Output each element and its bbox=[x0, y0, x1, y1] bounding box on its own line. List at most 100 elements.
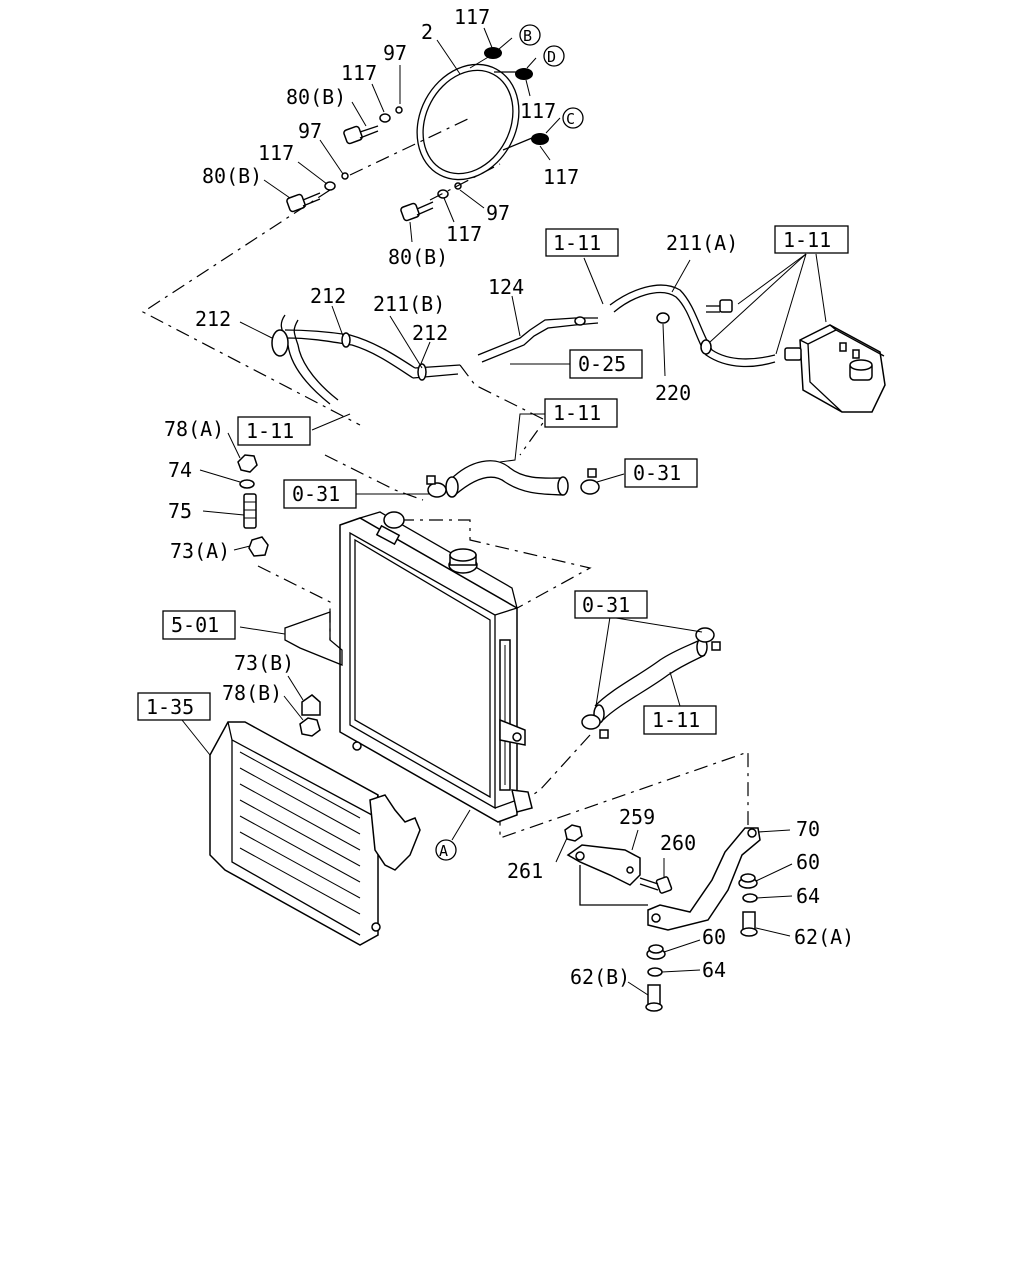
guide-line bbox=[257, 565, 331, 640]
hose-clamp-lower-a bbox=[581, 714, 609, 739]
marker-a: A bbox=[439, 842, 448, 860]
callout-80b: 80(B) bbox=[388, 245, 448, 269]
bolt-62a bbox=[740, 911, 758, 937]
callout-260: 260 bbox=[660, 831, 696, 855]
assembly-guide-line bbox=[141, 189, 361, 426]
callout-97: 97 bbox=[383, 41, 407, 65]
nut-97 bbox=[341, 172, 349, 180]
callout-117: 117 bbox=[543, 165, 579, 189]
marker-c: C bbox=[566, 110, 575, 128]
bolt-80b-lower bbox=[400, 201, 434, 222]
pipe-124 bbox=[477, 316, 599, 363]
callout-211b: 211(B) bbox=[373, 292, 445, 316]
bolt-80b-upper bbox=[343, 125, 379, 145]
callout-220: 220 bbox=[655, 381, 691, 405]
part-number-callouts: 117 2 97 117 80(B) 117 97 117 80(B) 117 … bbox=[164, 5, 854, 989]
bolt-80b-left bbox=[286, 192, 321, 213]
grommet-117-c bbox=[531, 133, 549, 145]
callout-62b: 62(B) bbox=[570, 965, 630, 989]
ref-5-01: 5-01 bbox=[171, 613, 219, 637]
radiator-core bbox=[339, 511, 533, 823]
callout-60: 60 bbox=[702, 925, 726, 949]
callout-73a: 73(A) bbox=[170, 539, 230, 563]
callout-117: 117 bbox=[520, 99, 556, 123]
callout-78b: 78(B) bbox=[222, 681, 282, 705]
callout-80b: 80(B) bbox=[286, 85, 346, 109]
callout-62a: 62(A) bbox=[794, 925, 854, 949]
callout-117: 117 bbox=[341, 61, 377, 85]
callout-64: 64 bbox=[702, 958, 726, 982]
callout-70: 70 bbox=[796, 817, 820, 841]
callout-117: 117 bbox=[446, 222, 482, 246]
washer-117 bbox=[437, 189, 449, 199]
guide-line bbox=[400, 519, 592, 613]
callout-73b: 73(B) bbox=[234, 651, 294, 675]
circle-markers: B D C A bbox=[435, 24, 584, 861]
clamp-220 bbox=[656, 312, 670, 324]
callout-97: 97 bbox=[486, 201, 510, 225]
callout-60: 60 bbox=[796, 850, 820, 874]
grommet-117-b bbox=[484, 47, 502, 59]
nut-97 bbox=[395, 106, 403, 114]
callout-2: 2 bbox=[421, 20, 433, 44]
rubber-60-lower bbox=[646, 944, 666, 960]
callout-124: 124 bbox=[488, 275, 524, 299]
coolant-reservoir-tank bbox=[784, 324, 886, 413]
callout-80b: 80(B) bbox=[202, 164, 262, 188]
callout-117: 117 bbox=[258, 141, 294, 165]
ref-0-31: 0-31 bbox=[582, 593, 630, 617]
leader-lines bbox=[181, 27, 827, 996]
bracket-link-line bbox=[579, 865, 648, 906]
stay-70 bbox=[647, 827, 761, 931]
callout-78a: 78(A) bbox=[164, 417, 224, 441]
bolt-62b bbox=[645, 984, 663, 1012]
hose-clamp-0-31-upper bbox=[426, 475, 447, 498]
ref-1-11: 1-11 bbox=[783, 228, 831, 252]
washer-64-lower bbox=[647, 967, 663, 977]
shroud-axis-line bbox=[349, 117, 501, 201]
intercooler bbox=[209, 721, 421, 946]
hose-clamp-0-31-right bbox=[580, 468, 600, 495]
callout-117: 117 bbox=[454, 5, 490, 29]
guide-line bbox=[459, 364, 546, 456]
marker-d: D bbox=[547, 48, 556, 66]
washer-117 bbox=[379, 113, 391, 123]
ref-1-11: 1-11 bbox=[553, 231, 601, 255]
callout-211a: 211(A) bbox=[666, 231, 738, 255]
callout-74: 74 bbox=[168, 458, 192, 482]
bolt-260 bbox=[639, 876, 673, 894]
ref-1-11: 1-11 bbox=[246, 419, 294, 443]
hose-212-left bbox=[271, 314, 339, 405]
hose-211b bbox=[284, 329, 461, 381]
callout-64: 64 bbox=[796, 884, 820, 908]
callout-212: 212 bbox=[195, 307, 231, 331]
marker-b: B bbox=[523, 27, 532, 45]
ref-1-35: 1-35 bbox=[146, 695, 194, 719]
bracket-259 bbox=[566, 844, 641, 886]
reservoir-bracket-bolt bbox=[706, 299, 733, 313]
callout-259: 259 bbox=[619, 805, 655, 829]
rubber-mount-73b bbox=[301, 694, 321, 716]
ref-0-31: 0-31 bbox=[633, 461, 681, 485]
fan-shroud-ring bbox=[416, 49, 533, 181]
hose-211a bbox=[609, 284, 776, 368]
upper-radiator-hose bbox=[445, 460, 569, 498]
rubber-60-upper bbox=[738, 873, 758, 889]
guide-line bbox=[324, 454, 424, 501]
radiator-support-bracket bbox=[284, 611, 343, 666]
callout-212: 212 bbox=[310, 284, 346, 308]
washer-64-upper bbox=[742, 893, 758, 903]
nut-78b bbox=[299, 717, 321, 737]
reference-boxes: 1-11 1-11 0-25 1-11 1-11 0-31 0-31 0-31 … bbox=[137, 225, 849, 735]
callout-75: 75 bbox=[168, 499, 192, 523]
ref-1-11: 1-11 bbox=[553, 401, 601, 425]
callout-261: 261 bbox=[507, 859, 543, 883]
ref-1-11: 1-11 bbox=[652, 708, 700, 732]
grommet-117-d bbox=[515, 68, 533, 80]
callout-97: 97 bbox=[298, 119, 322, 143]
callout-212: 212 bbox=[412, 321, 448, 345]
ref-0-25: 0-25 bbox=[578, 352, 626, 376]
ref-0-31: 0-31 bbox=[292, 482, 340, 506]
drain-parts bbox=[237, 454, 269, 557]
